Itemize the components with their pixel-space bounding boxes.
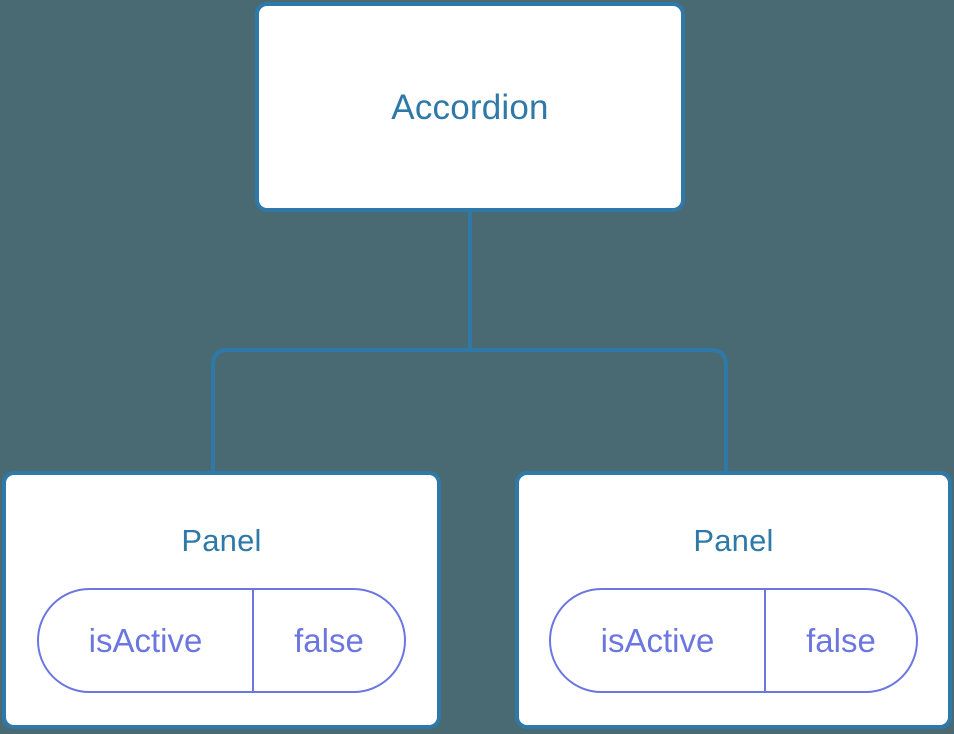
node-panel-right-title: Panel [693, 523, 774, 558]
node-panel-right[interactable]: Panel isActive false [515, 471, 952, 729]
node-accordion-title: Accordion [391, 87, 549, 127]
node-panel-left-title: Panel [181, 523, 262, 558]
prop-key-label: isActive [39, 590, 254, 691]
prop-key-label: isActive [551, 590, 766, 691]
node-panel-right-prop-isactive[interactable]: isActive false [549, 588, 918, 693]
connector-branch-left [211, 348, 470, 474]
node-panel-left-prop-isactive[interactable]: isActive false [37, 588, 406, 693]
node-accordion[interactable]: Accordion [255, 2, 685, 212]
node-panel-left[interactable]: Panel isActive false [2, 471, 441, 729]
connector-branch-right [470, 348, 728, 474]
prop-value-label: false [294, 622, 364, 659]
prop-value-label: false [806, 622, 876, 659]
